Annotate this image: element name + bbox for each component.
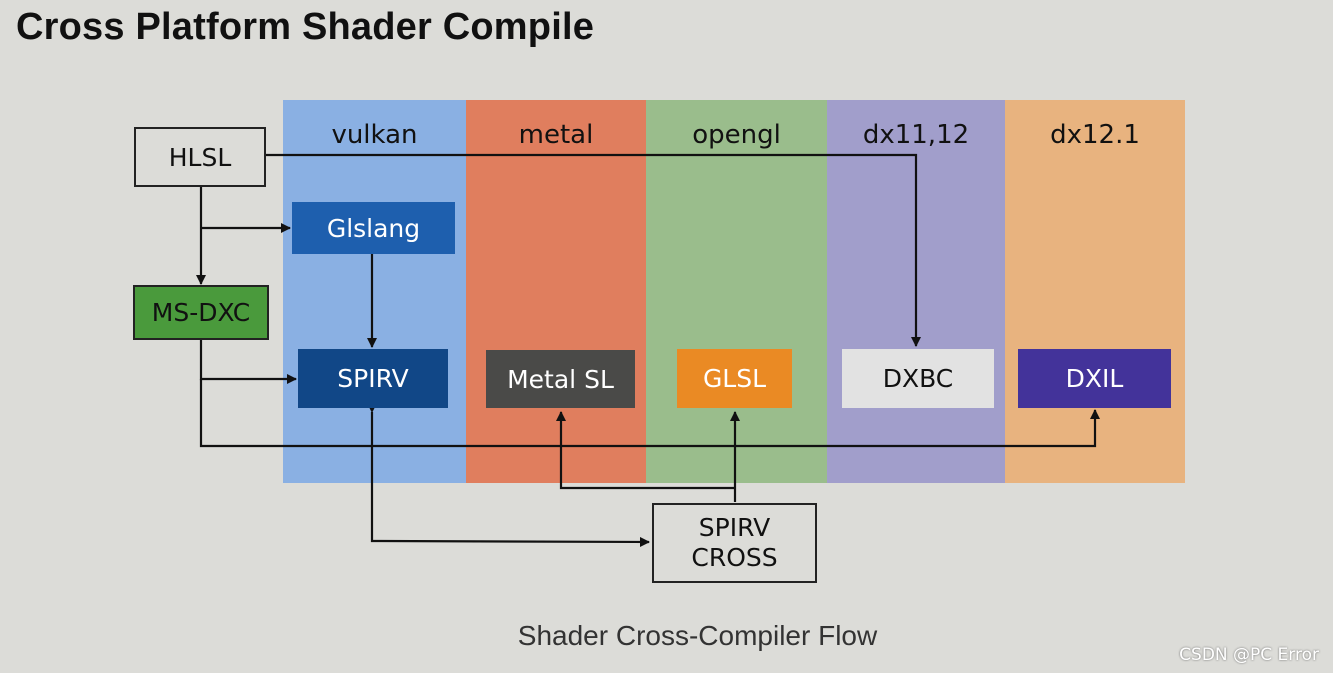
node-msdxc: MS-DXC [133, 285, 269, 340]
node-dxil-label: DXIL [1065, 364, 1124, 393]
lane-dx12 [1005, 100, 1185, 483]
arrow-msdxc-to-spirv [199, 339, 297, 384]
node-hlsl-label: HLSL [168, 142, 232, 172]
lane-label-vulkan: vulkan [331, 120, 418, 150]
node-glslang: Glslang [292, 202, 455, 254]
node-msdxc-label: MS-DXC [151, 298, 251, 327]
node-glsl: GLSL [677, 349, 792, 408]
node-dxil: DXIL [1018, 349, 1171, 408]
node-spirv: SPIRV [298, 349, 448, 408]
lane-label-opengl: opengl [692, 120, 781, 150]
lane-dx11 [827, 100, 1005, 483]
node-spirvcross: SPIRV CROSS [652, 503, 817, 583]
page-title: Cross Platform Shader Compile [16, 6, 595, 48]
lane-label-dx12: dx12.1 [1050, 120, 1140, 150]
node-glsl-label: GLSL [702, 364, 767, 393]
node-spirvcross-label: SPIRV CROSS [691, 513, 778, 572]
node-spirv-label: SPIRV [337, 364, 409, 393]
lane-label-dx11: dx11,12 [862, 120, 970, 150]
node-hlsl: HLSL [134, 127, 266, 187]
node-dxbc: DXBC [842, 349, 994, 408]
lane-label-metal: metal [518, 120, 594, 150]
watermark: CSDN @PC Error [1179, 645, 1319, 665]
node-glslang-label: Glslang [326, 213, 421, 243]
lane-metal [466, 100, 646, 483]
diagram-caption: Shader Cross-Compiler Flow [517, 620, 878, 651]
node-metalsl: Metal SL [486, 350, 635, 408]
node-dxbc-label: DXBC [882, 364, 954, 393]
lane-opengl [646, 100, 827, 483]
lane-vulkan [283, 100, 466, 483]
node-metalsl-label: Metal SL [507, 364, 614, 394]
